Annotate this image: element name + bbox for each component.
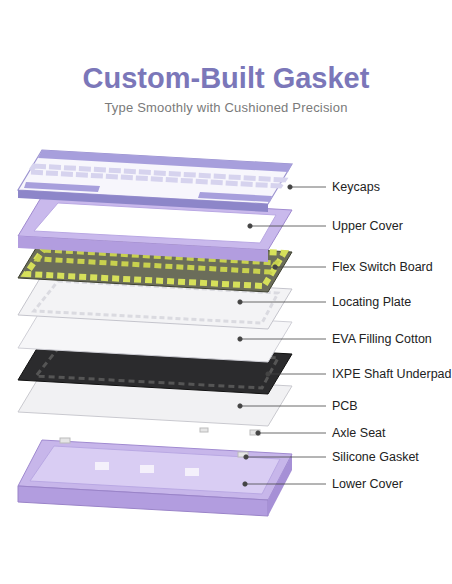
part-label: Locating Plate	[332, 294, 411, 310]
subheading: Type Smoothly with Cushioned Precision	[0, 100, 452, 115]
leader-lines	[238, 185, 326, 486]
part-label: Axle Seat	[332, 425, 386, 441]
heading: Custom-Built Gasket	[0, 62, 452, 95]
gasket-pieces	[60, 428, 260, 457]
part-label: Flex Switch Board	[332, 259, 433, 275]
part-label: Silicone Gasket	[332, 449, 419, 465]
lower-cover	[18, 440, 292, 516]
part-label: Keycaps	[332, 179, 380, 195]
keycaps	[18, 150, 292, 212]
part-label: Upper Cover	[332, 218, 403, 234]
part-label: Lower Cover	[332, 476, 403, 492]
part-label: PCB	[332, 398, 358, 414]
part-label: IXPE Shaft Underpad	[332, 366, 452, 382]
part-label: EVA Filling Cotton	[332, 331, 432, 347]
